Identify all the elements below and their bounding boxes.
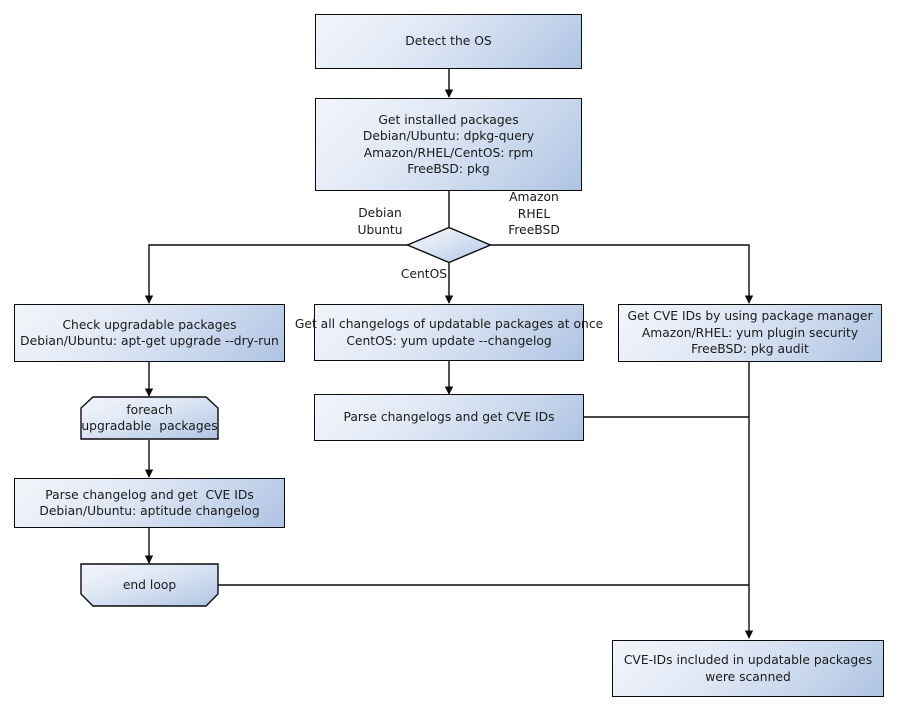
node-parse-changelogs-center[interactable]: Parse changelogs and get CVE IDs [314,394,584,441]
node-parse-changelog-left-label: Parse changelog and get CVE IDs Debian/U… [39,487,260,519]
node-foreach-loop-label: foreach upgradable packages [81,402,218,434]
node-check-upgradable-label: Check upgradable packages Debian/Ubuntu:… [20,317,279,349]
node-foreach-loop[interactable]: foreach upgradable packages [80,396,219,440]
edge-decision-amazon [490,244,754,304]
node-get-all-changelogs[interactable]: Get all changelogs of updatable packages… [295,304,603,361]
node-end-loop-label: end loop [122,577,177,592]
node-get-cve-ids-pkgmgr[interactable]: Get CVE IDs by using package manager Ama… [618,304,882,362]
node-scan-complete[interactable]: CVE-IDs included in updatable packages w… [612,640,884,697]
node-parse-changelog-left[interactable]: Parse changelog and get CVE IDs Debian/U… [14,478,285,528]
node-check-upgradable[interactable]: Check upgradable packages Debian/Ubuntu:… [14,304,285,362]
edge-label-debian-ubuntu: Debian Ubuntu [357,206,403,237]
edge-label-centos: CentOS [400,267,448,281]
node-end-loop[interactable]: end loop [80,563,219,607]
node-os-decision[interactable] [405,226,493,264]
node-get-installed-packages[interactable]: Get installed packages Debian/Ubuntu: dp… [315,98,582,191]
diamond-shape [405,226,493,264]
edge-label-amazon-rhel-freebsd: Amazon RHEL FreeBSD [508,190,560,237]
node-detect-os-label: Detect the OS [405,34,492,49]
node-scan-complete-label: CVE-IDs included in updatable packages w… [623,653,873,684]
node-get-all-changelogs-label: Get all changelogs of updatable packages… [294,317,604,348]
edge-decision-debian [144,244,408,304]
foreach-shape [80,396,219,440]
node-get-installed-packages-label: Get installed packages Debian/Ubuntu: dp… [362,112,535,177]
node-parse-changelogs-center-label: Parse changelogs and get CVE IDs [343,410,555,425]
node-detect-os[interactable]: Detect the OS [315,14,582,69]
endloop-shape [80,563,219,607]
node-get-cve-ids-pkgmgr-label: Get CVE IDs by using package manager Ama… [627,309,873,357]
